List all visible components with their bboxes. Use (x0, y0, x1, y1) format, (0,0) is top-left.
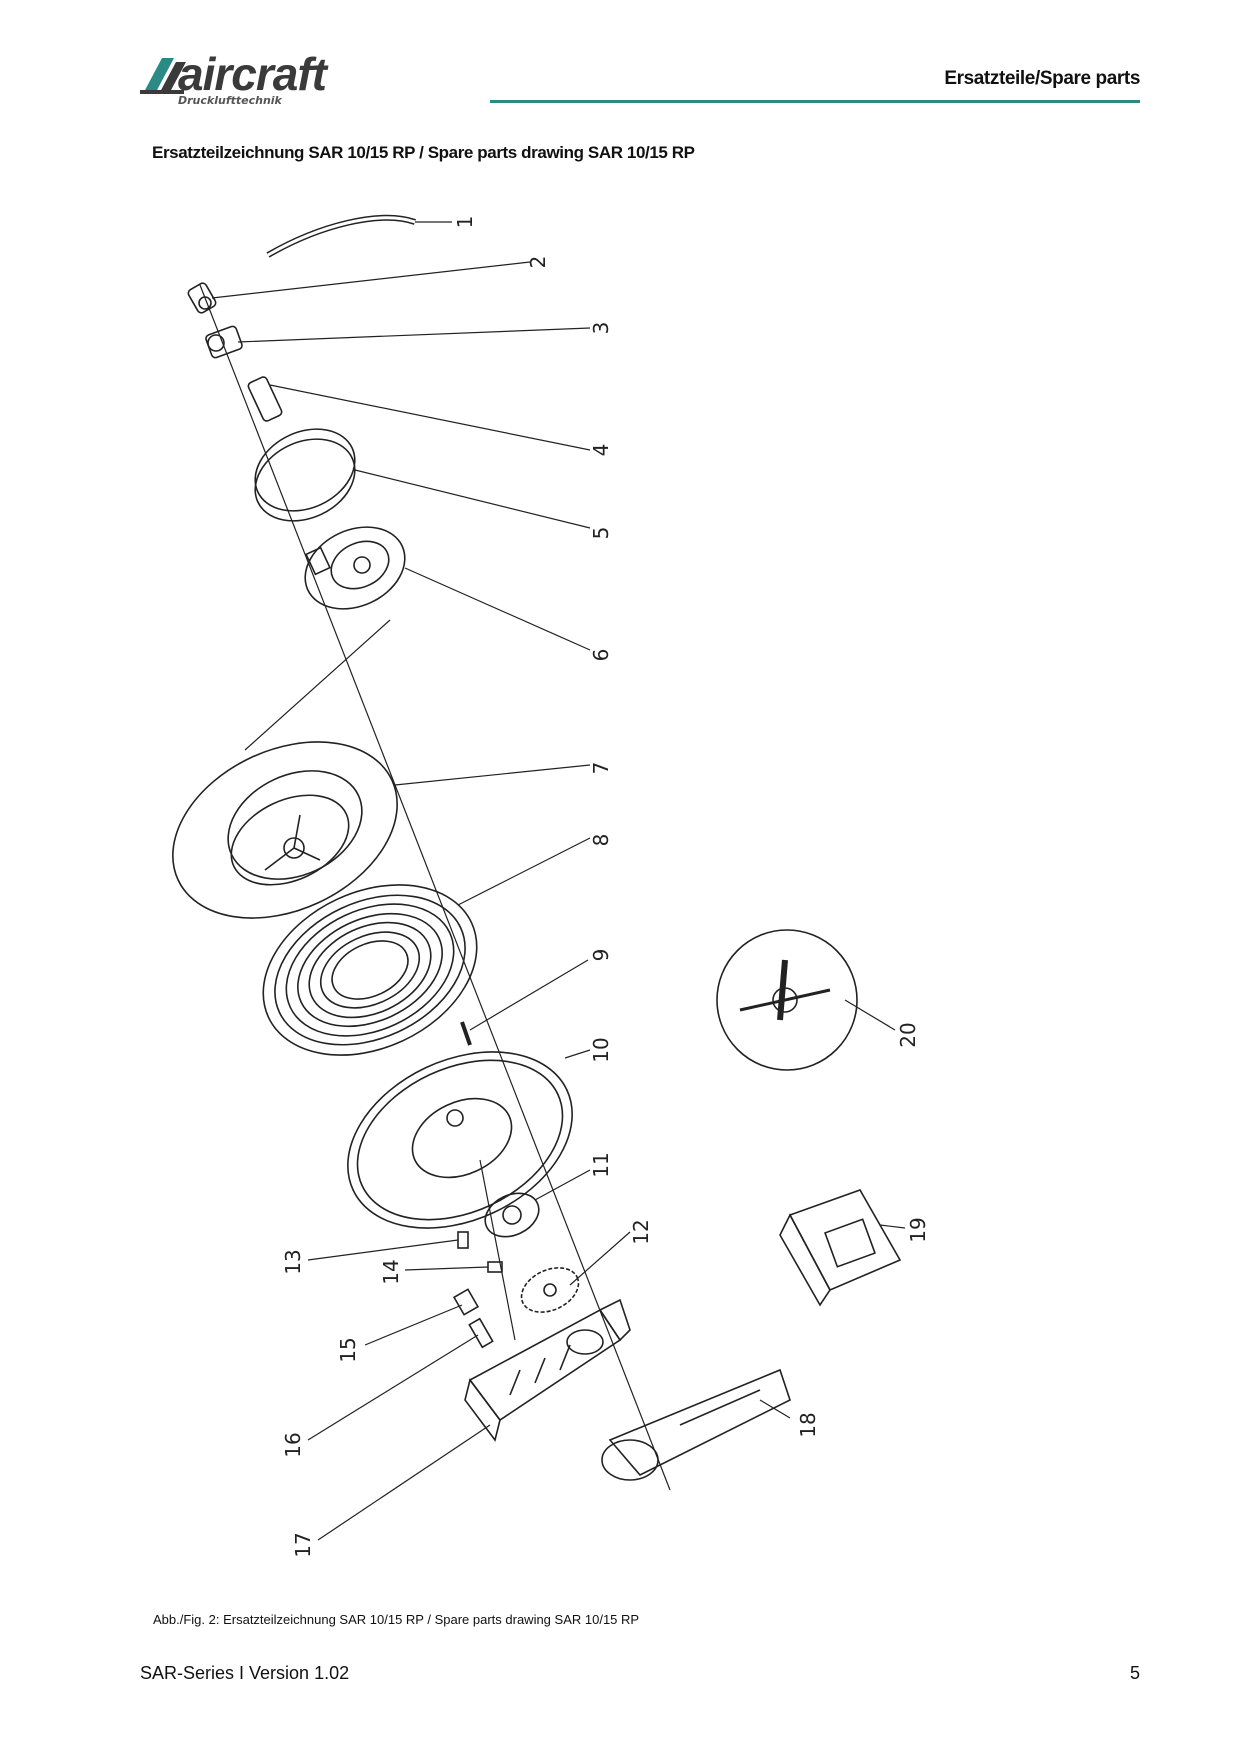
aircraft-logo: aircraft Drucklufttechnik (140, 48, 380, 108)
part-label-6: 6 (589, 649, 613, 662)
section-title: Ersatzteile/Spare parts (944, 68, 1140, 89)
part-label-11: 11 (589, 1152, 613, 1177)
part-3-elbow (205, 325, 243, 359)
part-label-13: 13 (281, 1249, 305, 1274)
part-20-detail-circle (716, 929, 858, 1071)
part-4-swivel (247, 376, 283, 422)
part-16-spring (468, 1317, 494, 1349)
part-5-spring-cover (254, 428, 356, 522)
header-rule (490, 100, 1140, 103)
part-label-16: 16 (281, 1432, 305, 1457)
part-6-spring-housing (304, 526, 406, 610)
part-label-2: 2 (526, 256, 550, 269)
assembly-axis (199, 284, 671, 1491)
part-label-9: 9 (589, 949, 613, 962)
part-label-5: 5 (589, 527, 613, 540)
part-17-bracket (464, 1298, 631, 1442)
part-label-20: 20 (896, 1022, 920, 1047)
part-13-bolt (457, 1231, 469, 1249)
part-label-1: 1 (453, 216, 477, 229)
page-number: 5 (1129, 1663, 1140, 1683)
part-label-7: 7 (589, 762, 613, 775)
part-7-reel-side (172, 741, 398, 919)
part-8-hose-coil (262, 884, 478, 1056)
part-10-reel-side (347, 1051, 573, 1229)
part-9-pin (460, 1021, 472, 1046)
footer-version: SAR-Series I Version 1.02 (140, 1663, 350, 1683)
part-label-10: 10 (589, 1037, 613, 1062)
logo-wordmark: aircraft (178, 48, 327, 100)
logo-subtitle: Drucklufttechnik (178, 94, 282, 107)
part-label-12: 12 (629, 1219, 653, 1244)
logo-mark-icon (140, 58, 186, 94)
part-label-19: 19 (906, 1217, 930, 1242)
part-label-4: 4 (589, 444, 613, 457)
part-15-pawl (452, 1288, 480, 1316)
part-label-18: 18 (796, 1412, 820, 1437)
part-18-mounting-plate (601, 1368, 791, 1481)
part-19-wall-bracket (779, 1189, 902, 1307)
figure-caption: Abb./Fig. 2: Ersatzteilzeichnung SAR 10/… (153, 1612, 640, 1627)
part-label-14: 14 (379, 1259, 403, 1284)
drawing-title: Ersatzteilzeichnung SAR 10/15 RP / Spare… (152, 143, 695, 162)
part-label-17: 17 (291, 1532, 315, 1557)
part-label-3: 3 (589, 322, 613, 335)
part-2-fitting (187, 282, 217, 314)
part-label-8: 8 (589, 834, 613, 847)
part-12-ratchet (520, 1267, 580, 1313)
part-label-15: 15 (336, 1337, 360, 1362)
part-11-hub (484, 1192, 540, 1238)
